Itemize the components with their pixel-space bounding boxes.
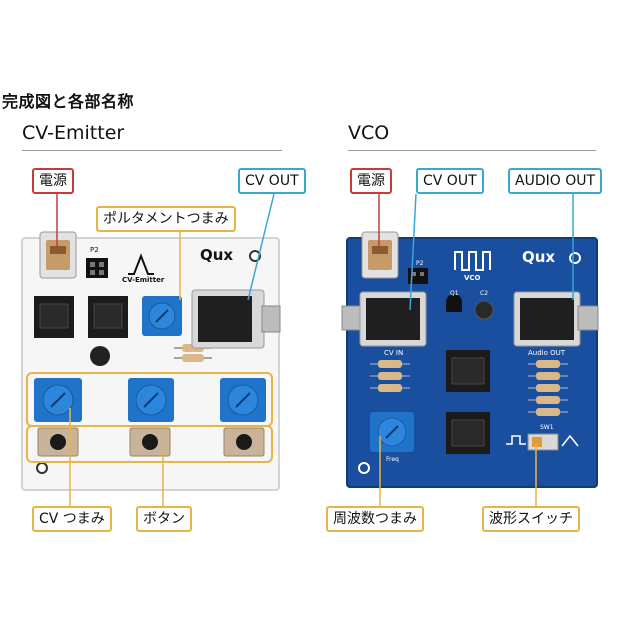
- vco-pcb-p2: P2: [416, 260, 424, 267]
- cv-emitter-brand: Qux: [200, 246, 234, 264]
- vco-pcb-audio-out: Audio OUT: [528, 349, 566, 357]
- vco-resistor: [370, 372, 410, 380]
- cv-emitter-cv-out-jack: [191, 289, 281, 349]
- vco-audio-out-label: AUDIO OUT: [508, 168, 603, 194]
- vco-pcb-c2: C2: [480, 290, 489, 297]
- vco-freq-knob: [370, 412, 414, 452]
- vco-power-jack: [361, 231, 399, 279]
- vco-ic: [446, 412, 490, 454]
- cv-emitter-divider: [22, 150, 282, 151]
- cv-emitter-button-label: ボタン: [136, 506, 192, 532]
- vco-resistor: [528, 384, 568, 392]
- cv-emitter-ic: [34, 296, 74, 338]
- vco-wave-switch-label: 波形スイッチ: [482, 506, 580, 532]
- vco-cv-out-label: CV OUT: [416, 168, 484, 194]
- cv-emitter-ic: [88, 296, 128, 338]
- cv-emitter-portamento-label: ポルタメントつまみ: [96, 206, 236, 232]
- cv-emitter-power-label: 電源: [32, 168, 74, 194]
- vco-resistor: [528, 408, 568, 416]
- cv-emitter-cv-knob-label: CV つまみ: [32, 506, 112, 532]
- cv-emitter-cv-knob: [34, 378, 82, 422]
- vco-pcb-sw1: SW1: [540, 424, 554, 431]
- cv-emitter-title: CV-Emitter: [22, 122, 125, 144]
- cv-emitter-cv-out-leader: [247, 193, 275, 301]
- page-title: 完成図と各部名称: [2, 92, 135, 111]
- vco-resistor: [528, 396, 568, 404]
- vco-power-label: 電源: [350, 168, 392, 194]
- cv-emitter-logo-symbol: [128, 253, 154, 275]
- vco-brand: Qux: [522, 248, 556, 266]
- vco-freq-knob-label: 周波数つまみ: [326, 506, 424, 532]
- cv-emitter-cv-knob: [220, 378, 266, 422]
- vco-pcb-cv-in: CV IN: [384, 349, 404, 357]
- vco-transistor-q1: [446, 294, 462, 312]
- vco-resistor: [528, 360, 568, 368]
- cv-emitter-cv-out-label: CV OUT: [238, 168, 306, 194]
- vco-capacitor-c2: [474, 300, 494, 320]
- vco-mount-hole: [358, 462, 370, 474]
- vco-cv-out-leader: [409, 193, 417, 311]
- vco-mount-hole: [569, 252, 581, 264]
- cv-emitter-button: [129, 427, 171, 457]
- vco-resistor: [528, 372, 568, 380]
- cv-emitter-logo-text: CV-Emitter: [122, 276, 165, 284]
- vco-logo-symbol: [454, 251, 491, 271]
- vco-p2-header: [408, 268, 428, 284]
- cv-emitter-button: [37, 427, 79, 457]
- vco-resistor: [370, 384, 410, 392]
- cv-emitter-mount-hole: [36, 462, 48, 474]
- vco-pcb-q1: Q1: [450, 290, 459, 297]
- cv-emitter-p2-header: [86, 258, 108, 278]
- vco-pcb-freq: Freq: [386, 456, 399, 463]
- vco-title: VCO: [348, 122, 390, 144]
- button-group-highlight: [26, 425, 273, 463]
- vco-divider: [348, 150, 596, 151]
- vco-ic: [446, 350, 490, 392]
- cv-emitter-capacitor: [90, 346, 110, 366]
- vco-audio-out-jack: [513, 291, 599, 347]
- cv-emitter-button: [223, 427, 265, 457]
- vco-logo-text: VCO: [464, 274, 481, 282]
- cv-emitter-power-jack: [39, 231, 77, 279]
- vco-resistor: [370, 360, 410, 368]
- cv-emitter-cv-knob: [128, 378, 174, 422]
- cv-emitter-portamento-knob: [142, 296, 182, 336]
- cv-emitter-pcb-p2: P2: [90, 246, 99, 254]
- cv-emitter-resistor: [174, 354, 212, 362]
